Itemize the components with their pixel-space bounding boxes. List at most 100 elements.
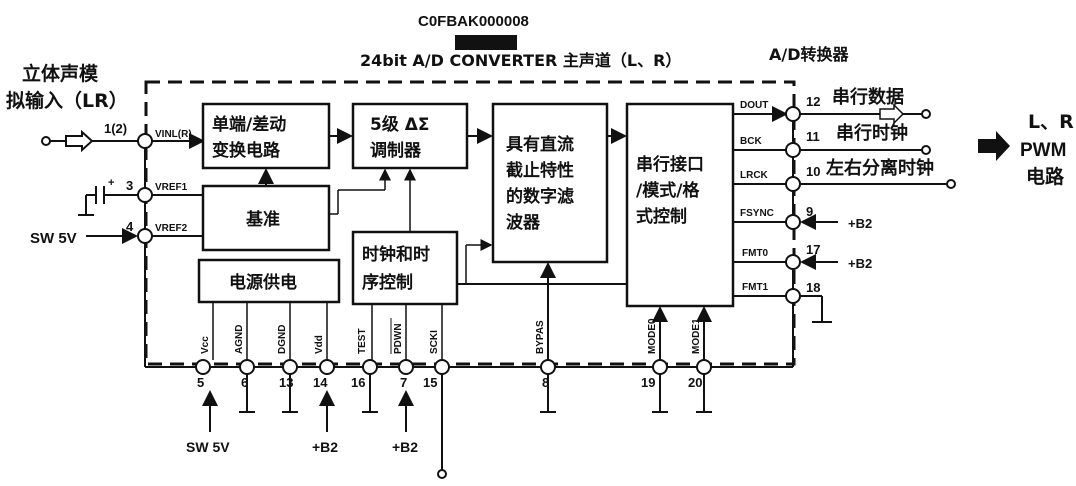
pin-3-number: 3: [126, 178, 133, 193]
lrck-terminal: [946, 179, 956, 189]
pin-15-terminal: [434, 359, 450, 375]
pin-12-label: 串行数据: [832, 86, 904, 108]
part-number: C0FBAK000008: [418, 13, 529, 30]
pin-19-signal: MODE0: [647, 318, 658, 354]
serial-interface-control-block: [625, 102, 735, 308]
pin-3-terminal: [137, 187, 153, 203]
chip-title: 24bit A/D CONVERTER 主声道（L、R）: [360, 51, 681, 70]
pin-12-number: 12: [806, 94, 820, 109]
pin-7-signal: PDWN: [393, 323, 404, 354]
pin-7-number: 7: [400, 375, 407, 390]
digital-filter-line2: 截止特性: [506, 160, 574, 181]
pin-9-terminal: [785, 214, 801, 230]
pin-9-label: +B2: [848, 216, 872, 231]
input-arrow-icon: [65, 129, 94, 153]
delta-sigma-line2: 调制器: [370, 140, 422, 161]
pin-16-number: 16: [351, 375, 365, 390]
dout-terminal: [921, 109, 931, 119]
output-label-line1: L、R: [1028, 111, 1074, 133]
pin-16-signal: TEST: [357, 328, 368, 354]
clock-line1: 时钟和时: [362, 244, 430, 265]
bck-terminal: [921, 145, 931, 155]
output-arrow-icon: [879, 103, 905, 125]
power-label: 电源供电: [229, 272, 297, 293]
pin-17-number: 17: [806, 242, 820, 257]
sw5v-left-label: SW 5V: [30, 230, 77, 247]
pin-14-signal: Vdd: [314, 335, 325, 354]
pin-18-terminal: [785, 288, 801, 304]
pin-10-signal: LRCK: [740, 170, 769, 181]
pin-19-terminal: [652, 359, 668, 375]
pin-8-number: 8: [542, 375, 549, 390]
pin-8-signal: BYPAS: [535, 320, 546, 354]
pin-17-terminal: [785, 254, 801, 270]
capacitor-polarity: +: [108, 177, 114, 189]
pin-13-number: 13: [279, 375, 293, 390]
digital-filter-line1: 具有直流: [505, 134, 574, 155]
pin-1-signal: VINL(R): [155, 129, 192, 140]
clock-timing-block: [351, 230, 459, 306]
pin-9-signal: FSYNC: [740, 208, 774, 219]
pin-4-terminal: [137, 228, 153, 244]
pin-1-number: 1(2): [104, 121, 127, 136]
delta-sigma-line1: 5级 ΔΣ: [370, 114, 430, 135]
power-supply-block: [197, 258, 341, 304]
pin-20-number: 20: [688, 375, 702, 390]
right-pins: DOUT 12 串行数据 BCK 11 串行时钟 LRCK 10 左右分离时钟 …: [733, 86, 956, 323]
pin-17-label: +B2: [848, 256, 872, 271]
pin-4-number: 4: [126, 219, 134, 234]
pin-10-terminal: [785, 176, 801, 192]
pin-6-signal: AGND: [234, 325, 245, 354]
b2-label-b: +B2: [392, 439, 418, 455]
pin-14-number: 14: [313, 375, 328, 390]
pin-14-terminal: [319, 359, 335, 375]
pwm-arrow-icon: [978, 131, 1010, 161]
pin-5-number: 5: [197, 375, 204, 390]
input-terminal: [41, 136, 51, 146]
pin-7-terminal: [398, 359, 414, 375]
pin-11-number: 11: [806, 129, 820, 144]
reference-label: 基准: [245, 209, 280, 230]
single-diff-converter-block: [201, 102, 331, 170]
chip-subtitle: A/D转换器: [769, 45, 850, 64]
pin-19-number: 19: [641, 375, 655, 390]
pin-4-signal: VREF2: [155, 223, 188, 234]
scki-terminal: [437, 469, 447, 479]
pin-6-number: 6: [241, 375, 248, 390]
pin-6-terminal: [239, 359, 255, 375]
sw5v-bottom-label: SW 5V: [186, 439, 230, 455]
digital-filter-block: [491, 102, 609, 264]
pin-9-number: 9: [806, 204, 813, 219]
pin-5-signal: Vcc: [200, 336, 211, 354]
output-label-line2: PWM: [1020, 140, 1066, 161]
pin-12-terminal: [785, 106, 801, 122]
clock-line2: 序控制: [362, 272, 413, 293]
pin-10-label: 左右分离时钟: [826, 157, 934, 179]
output-label-line3: 电路: [1026, 165, 1065, 188]
pin-12-signal: DOUT: [740, 100, 768, 111]
pin-13-terminal: [282, 359, 298, 375]
pin-8-terminal: [540, 359, 556, 375]
single-diff-line1: 单端/差动: [212, 114, 286, 135]
pin-15-number: 15: [423, 375, 437, 390]
pin-15-signal: SCKI: [429, 330, 440, 354]
pin-11-signal: BCK: [740, 136, 762, 147]
redacted-label-bar: [455, 35, 517, 50]
pin-5-terminal: [195, 359, 211, 375]
input-label-line2: 拟输入（LR）: [6, 89, 128, 112]
bottom-pins: 5 6 13 14 16 7 15 8 19 20 Vcc AGND DGND …: [195, 303, 794, 390]
pin-11-label: 串行时钟: [836, 122, 908, 144]
digital-filter-line4: 波器: [506, 212, 541, 233]
digital-filter-line3: 的数字滤: [506, 186, 574, 207]
pin-10-number: 10: [806, 164, 820, 179]
b2-label-a: +B2: [312, 439, 338, 455]
pin-18-signal: FMT1: [742, 282, 769, 293]
pin-11-terminal: [785, 142, 801, 158]
serial-ctrl-line3: 式控制: [636, 206, 687, 227]
pin-1-terminal: [137, 133, 153, 149]
pin-16-terminal: [362, 359, 378, 375]
pin-20-terminal: [696, 359, 712, 375]
pin-20-signal: MODE1: [691, 318, 702, 354]
single-diff-line2: 变换电路: [212, 140, 281, 161]
